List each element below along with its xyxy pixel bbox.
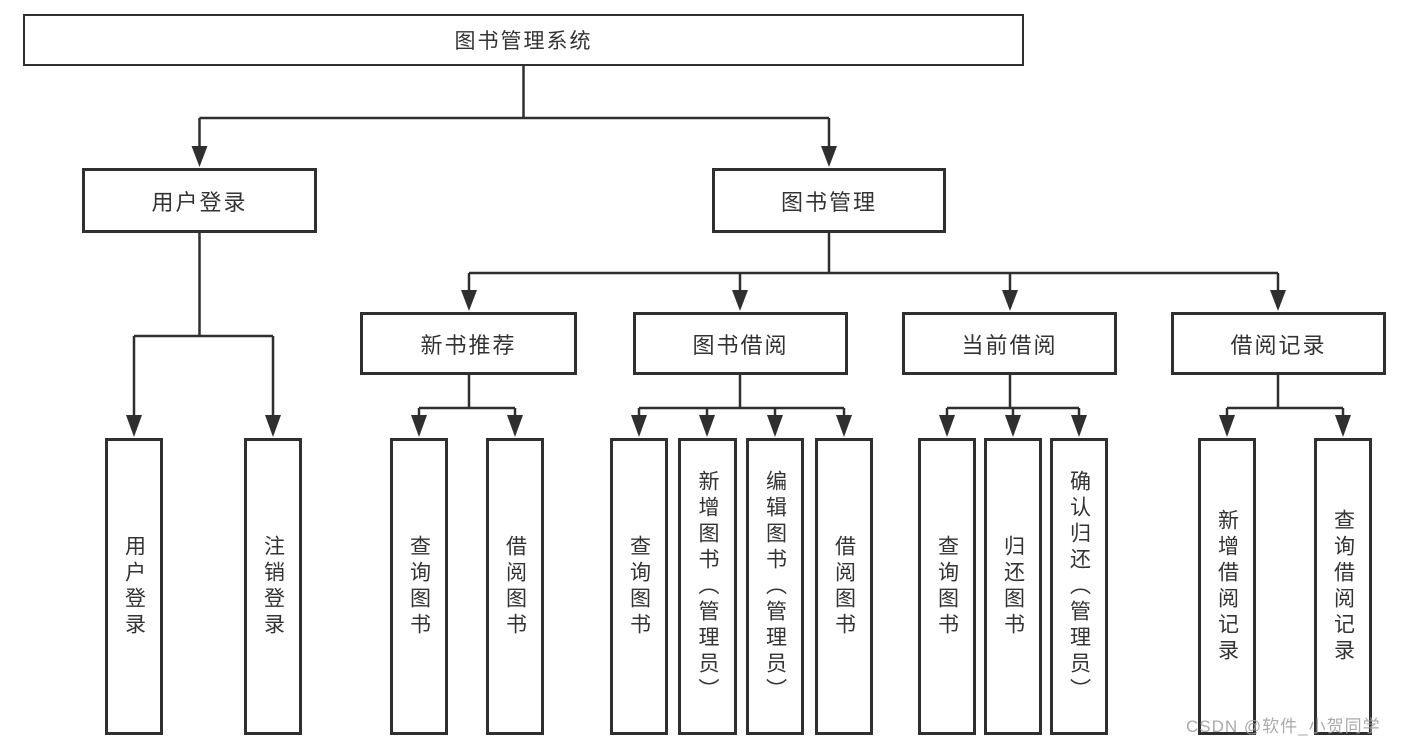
leaf-label: 查询图书 xyxy=(935,534,959,639)
node-borrowing-records: 借阅记录 xyxy=(1171,312,1386,375)
leaf-label: 查询借阅记录 xyxy=(1331,508,1355,665)
arrowhead-icons xyxy=(126,146,1351,437)
leaf-label: 用户登录 xyxy=(122,534,146,639)
leaf-label: 查询图书 xyxy=(407,534,431,639)
node-book-management-branch: 图书管理 xyxy=(712,168,946,233)
leaf-add-borrow-record: 新增借阅记录 xyxy=(1198,438,1256,735)
leaf-query-books-recommend: 查询图书 xyxy=(390,438,448,735)
leaf-label: 借阅图书 xyxy=(503,534,527,639)
csdn-watermark: CSDN @软件_小贺同学 xyxy=(1186,717,1381,736)
node-label: 新书推荐 xyxy=(420,332,517,358)
node-label: 图书借阅 xyxy=(692,332,789,358)
leaf-logout: 注销登录 xyxy=(244,438,302,735)
node-user-login-branch: 用户登录 xyxy=(82,168,317,233)
leaf-query-borrow-record: 查询借阅记录 xyxy=(1314,438,1372,735)
node-system-root: 图书管理系统 xyxy=(23,14,1024,66)
leaf-query-books-current: 查询图书 xyxy=(918,438,976,735)
leaf-label: 归还图书 xyxy=(1001,534,1025,639)
leaf-label: 新增借阅记录 xyxy=(1215,508,1239,665)
leaf-label: 编辑图书（管理员） xyxy=(763,469,787,704)
leaf-confirm-return-admin: 确认归还（管理员） xyxy=(1050,438,1108,735)
leaf-query-books-borrow: 查询图书 xyxy=(610,438,668,735)
node-label: 图书管理系统 xyxy=(454,30,593,53)
leaf-label: 查询图书 xyxy=(627,534,651,639)
leaf-edit-books-admin: 编辑图书（管理员） xyxy=(746,438,804,735)
leaf-borrow-books: 借阅图书 xyxy=(815,438,873,735)
node-new-book-recommendation: 新书推荐 xyxy=(360,312,577,375)
leaf-user-login: 用户登录 xyxy=(105,438,163,735)
leaf-label: 借阅图书 xyxy=(832,534,856,639)
node-book-borrowing: 图书借阅 xyxy=(633,312,848,375)
node-label: 当前借阅 xyxy=(961,332,1058,358)
leaf-label: 新增图书（管理员） xyxy=(696,469,719,704)
leaf-borrow-books-recommend: 借阅图书 xyxy=(486,438,544,735)
node-label: 用户登录 xyxy=(151,189,248,215)
leaf-label: 注销登录 xyxy=(261,534,285,639)
node-label: 图书管理 xyxy=(780,189,877,215)
node-label: 借阅记录 xyxy=(1230,332,1327,358)
node-current-borrowing: 当前借阅 xyxy=(902,312,1117,375)
leaf-add-books-admin: 新增图书（管理员） xyxy=(678,438,737,735)
leaf-label: 确认归还（管理员） xyxy=(1067,469,1091,704)
leaf-return-books: 归还图书 xyxy=(984,438,1042,735)
